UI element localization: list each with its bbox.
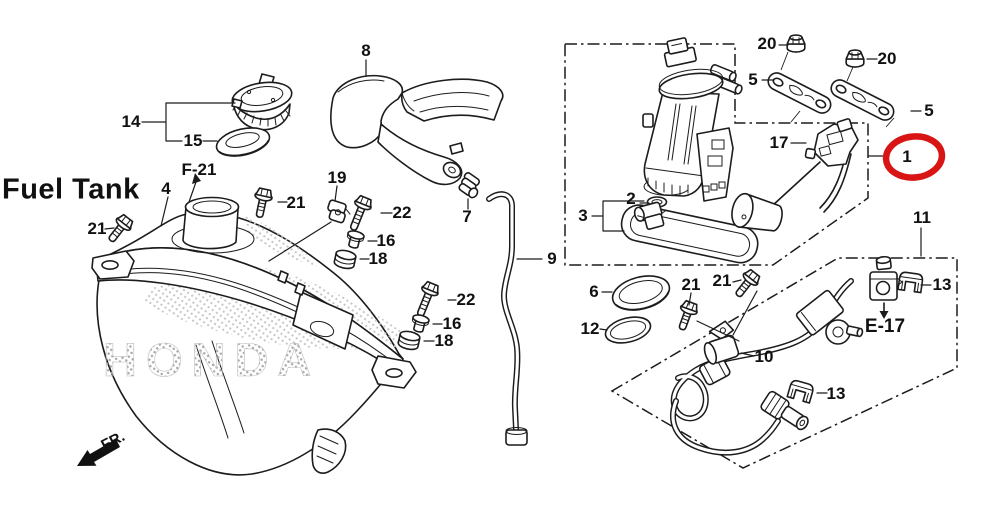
fuel-cap-drawing	[231, 73, 293, 131]
part-label-10: 10	[754, 347, 774, 366]
part-label-16-upper: 16	[376, 231, 396, 250]
part-label-21-hose-right: 21	[712, 271, 732, 290]
highlight-circle	[882, 133, 946, 181]
part-label-20-right: 20	[877, 49, 897, 68]
nut-left-drawing	[786, 34, 806, 53]
part-label-6: 6	[589, 282, 599, 301]
part-label-13-mid: 13	[826, 384, 846, 403]
bolt-21-hose-right	[730, 267, 763, 302]
fuel-level-sensor-drawing	[731, 118, 859, 232]
part-label-19: 19	[327, 168, 347, 187]
part-label-11: 11	[913, 208, 931, 227]
part-label-4: 4	[161, 179, 171, 198]
part-label-22-upper: 22	[392, 203, 412, 222]
part-label-22-lower: 22	[456, 290, 476, 309]
part-label-13-top: 13	[932, 275, 952, 294]
joint-drawing	[458, 172, 481, 199]
pump-stay-right-drawing	[827, 76, 898, 124]
bolt-21-hose-left	[672, 298, 701, 334]
nut-right-drawing	[845, 49, 865, 68]
part-label-18-upper: 18	[368, 249, 388, 268]
part-label-21-tank-mid: 21	[286, 193, 306, 212]
part-label-5-left: 5	[748, 70, 758, 89]
part-label-8: 8	[361, 41, 371, 60]
grommet-18-upper	[332, 248, 358, 271]
oring-drawing	[604, 316, 652, 344]
bolt-21-tank-mid	[249, 186, 275, 220]
hose-joint-e17-drawing	[869, 255, 903, 319]
part-label-14: 14	[121, 112, 141, 131]
part-label-9: 9	[547, 249, 557, 268]
part-label-5-right: 5	[924, 101, 934, 120]
bolt-22-lower	[411, 279, 442, 320]
part-label-20-left: 20	[757, 34, 777, 53]
hose-clamp-drawing	[703, 320, 740, 365]
front-direction-arrow	[77, 439, 120, 466]
part-label-16-lower: 16	[442, 314, 462, 333]
collar-16-lower	[409, 312, 431, 335]
part-label-21-hose-left: 21	[681, 275, 701, 294]
fuel-hose-drawing	[670, 278, 864, 456]
part-label-17: 17	[769, 133, 789, 152]
packing-ring-drawing	[611, 275, 671, 311]
clip-mid-drawing	[786, 378, 816, 404]
air-duct-drawing	[330, 74, 504, 186]
part-label-1-highlighted: 1	[902, 147, 912, 166]
part-label-12: 12	[580, 319, 600, 338]
cap-gasket-drawing	[215, 127, 271, 157]
ref-label-f21: F-21	[181, 160, 217, 179]
collar-16-upper	[344, 228, 366, 251]
leader-lines	[104, 44, 932, 394]
float-drawing	[731, 192, 783, 232]
part-label-15: 15	[183, 131, 203, 150]
part-label-3: 3	[578, 206, 588, 225]
strainer-drawing	[620, 201, 759, 264]
bolt-21-tank-left	[103, 212, 136, 247]
part-label-2: 2	[626, 189, 636, 208]
grommet-18-lower	[396, 329, 422, 352]
fuel-tank-drawing: HONDA	[91, 196, 418, 476]
pump-assembly-boundary	[564, 43, 869, 266]
part-label-18-lower: 18	[434, 331, 454, 350]
drain-tube-drawing	[486, 191, 528, 446]
part-label-7: 7	[462, 207, 472, 226]
quick-connector-drawing	[760, 390, 809, 431]
honda-watermark: HONDA	[103, 333, 320, 386]
pump-stay-left-drawing	[764, 69, 835, 117]
fuel-pump-drawing	[642, 37, 743, 202]
tube-clamp-19-drawing	[327, 199, 351, 224]
part-label-21-tank-left: 21	[87, 219, 107, 238]
page-title: Fuel Tank	[2, 173, 140, 206]
ref-label-e17: E-17	[864, 316, 906, 337]
